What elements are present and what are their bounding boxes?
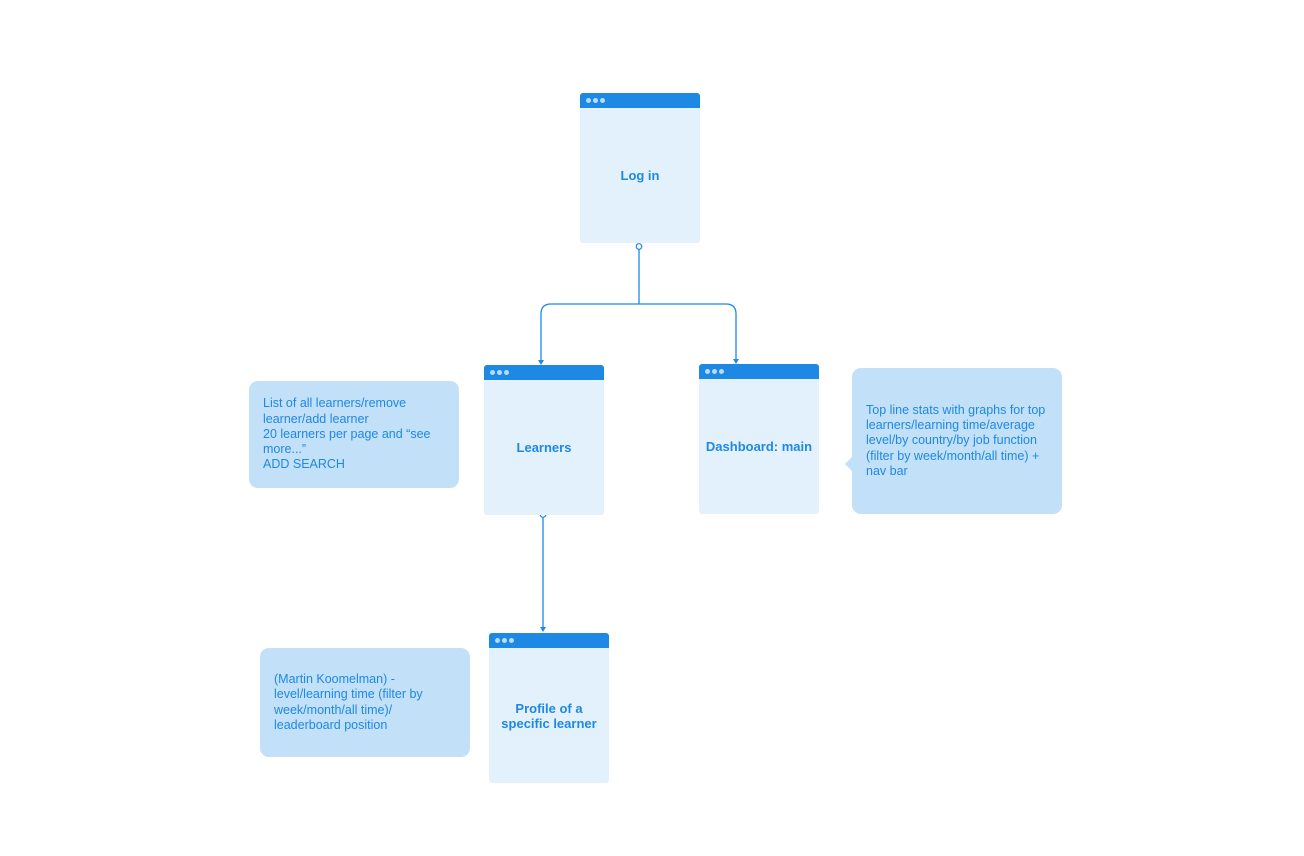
screen-dashboard-label: Dashboard: main: [705, 439, 813, 454]
window-dot-icon: [497, 370, 502, 375]
window-dot-icon: [712, 369, 717, 374]
window-dot-icon: [705, 369, 710, 374]
connector-login-to-dashboard: [639, 303, 737, 359]
note-profile-text: (Martin Koomelman) - level/learning time…: [274, 671, 423, 732]
window-dot-icon: [502, 638, 507, 643]
note-profile: (Martin Koomelman) - level/learning time…: [260, 648, 470, 757]
screen-login[interactable]: Log in: [580, 93, 700, 243]
note-dashboard: Top line stats with graphs for top learn…: [845, 368, 1062, 514]
window-dot-icon: [490, 370, 495, 375]
screen-learners-label: Learners: [516, 440, 572, 455]
connector-origin-login: [635, 243, 643, 250]
note-dashboard-text: Top line stats with graphs for top learn…: [866, 402, 1046, 478]
arrowhead-profile: [540, 627, 546, 632]
window-titlebar: [489, 633, 609, 648]
screen-login-label: Log in: [620, 168, 660, 183]
note-pointer: [845, 457, 852, 471]
window-dot-icon: [593, 98, 598, 103]
window-dot-icon: [495, 638, 500, 643]
window-titlebar: [580, 93, 700, 108]
window-dot-icon: [509, 638, 514, 643]
window-titlebar: [484, 365, 604, 380]
screen-learners[interactable]: Learners: [484, 365, 604, 515]
note-learners: List of all learners/remove learner/add …: [249, 381, 459, 488]
window-dot-icon: [719, 369, 724, 374]
window-dot-icon: [600, 98, 605, 103]
connector-login-to-learners: [540, 249, 640, 360]
screen-profile[interactable]: Profile of a specific learner: [489, 633, 609, 783]
screen-dashboard[interactable]: Dashboard: main: [699, 364, 819, 514]
window-dot-icon: [586, 98, 591, 103]
window-dot-icon: [504, 370, 509, 375]
window-titlebar: [699, 364, 819, 379]
screen-profile-label: Profile of a specific learner: [501, 700, 597, 731]
note-learners-text: List of all learners/remove learner/add …: [263, 396, 431, 472]
